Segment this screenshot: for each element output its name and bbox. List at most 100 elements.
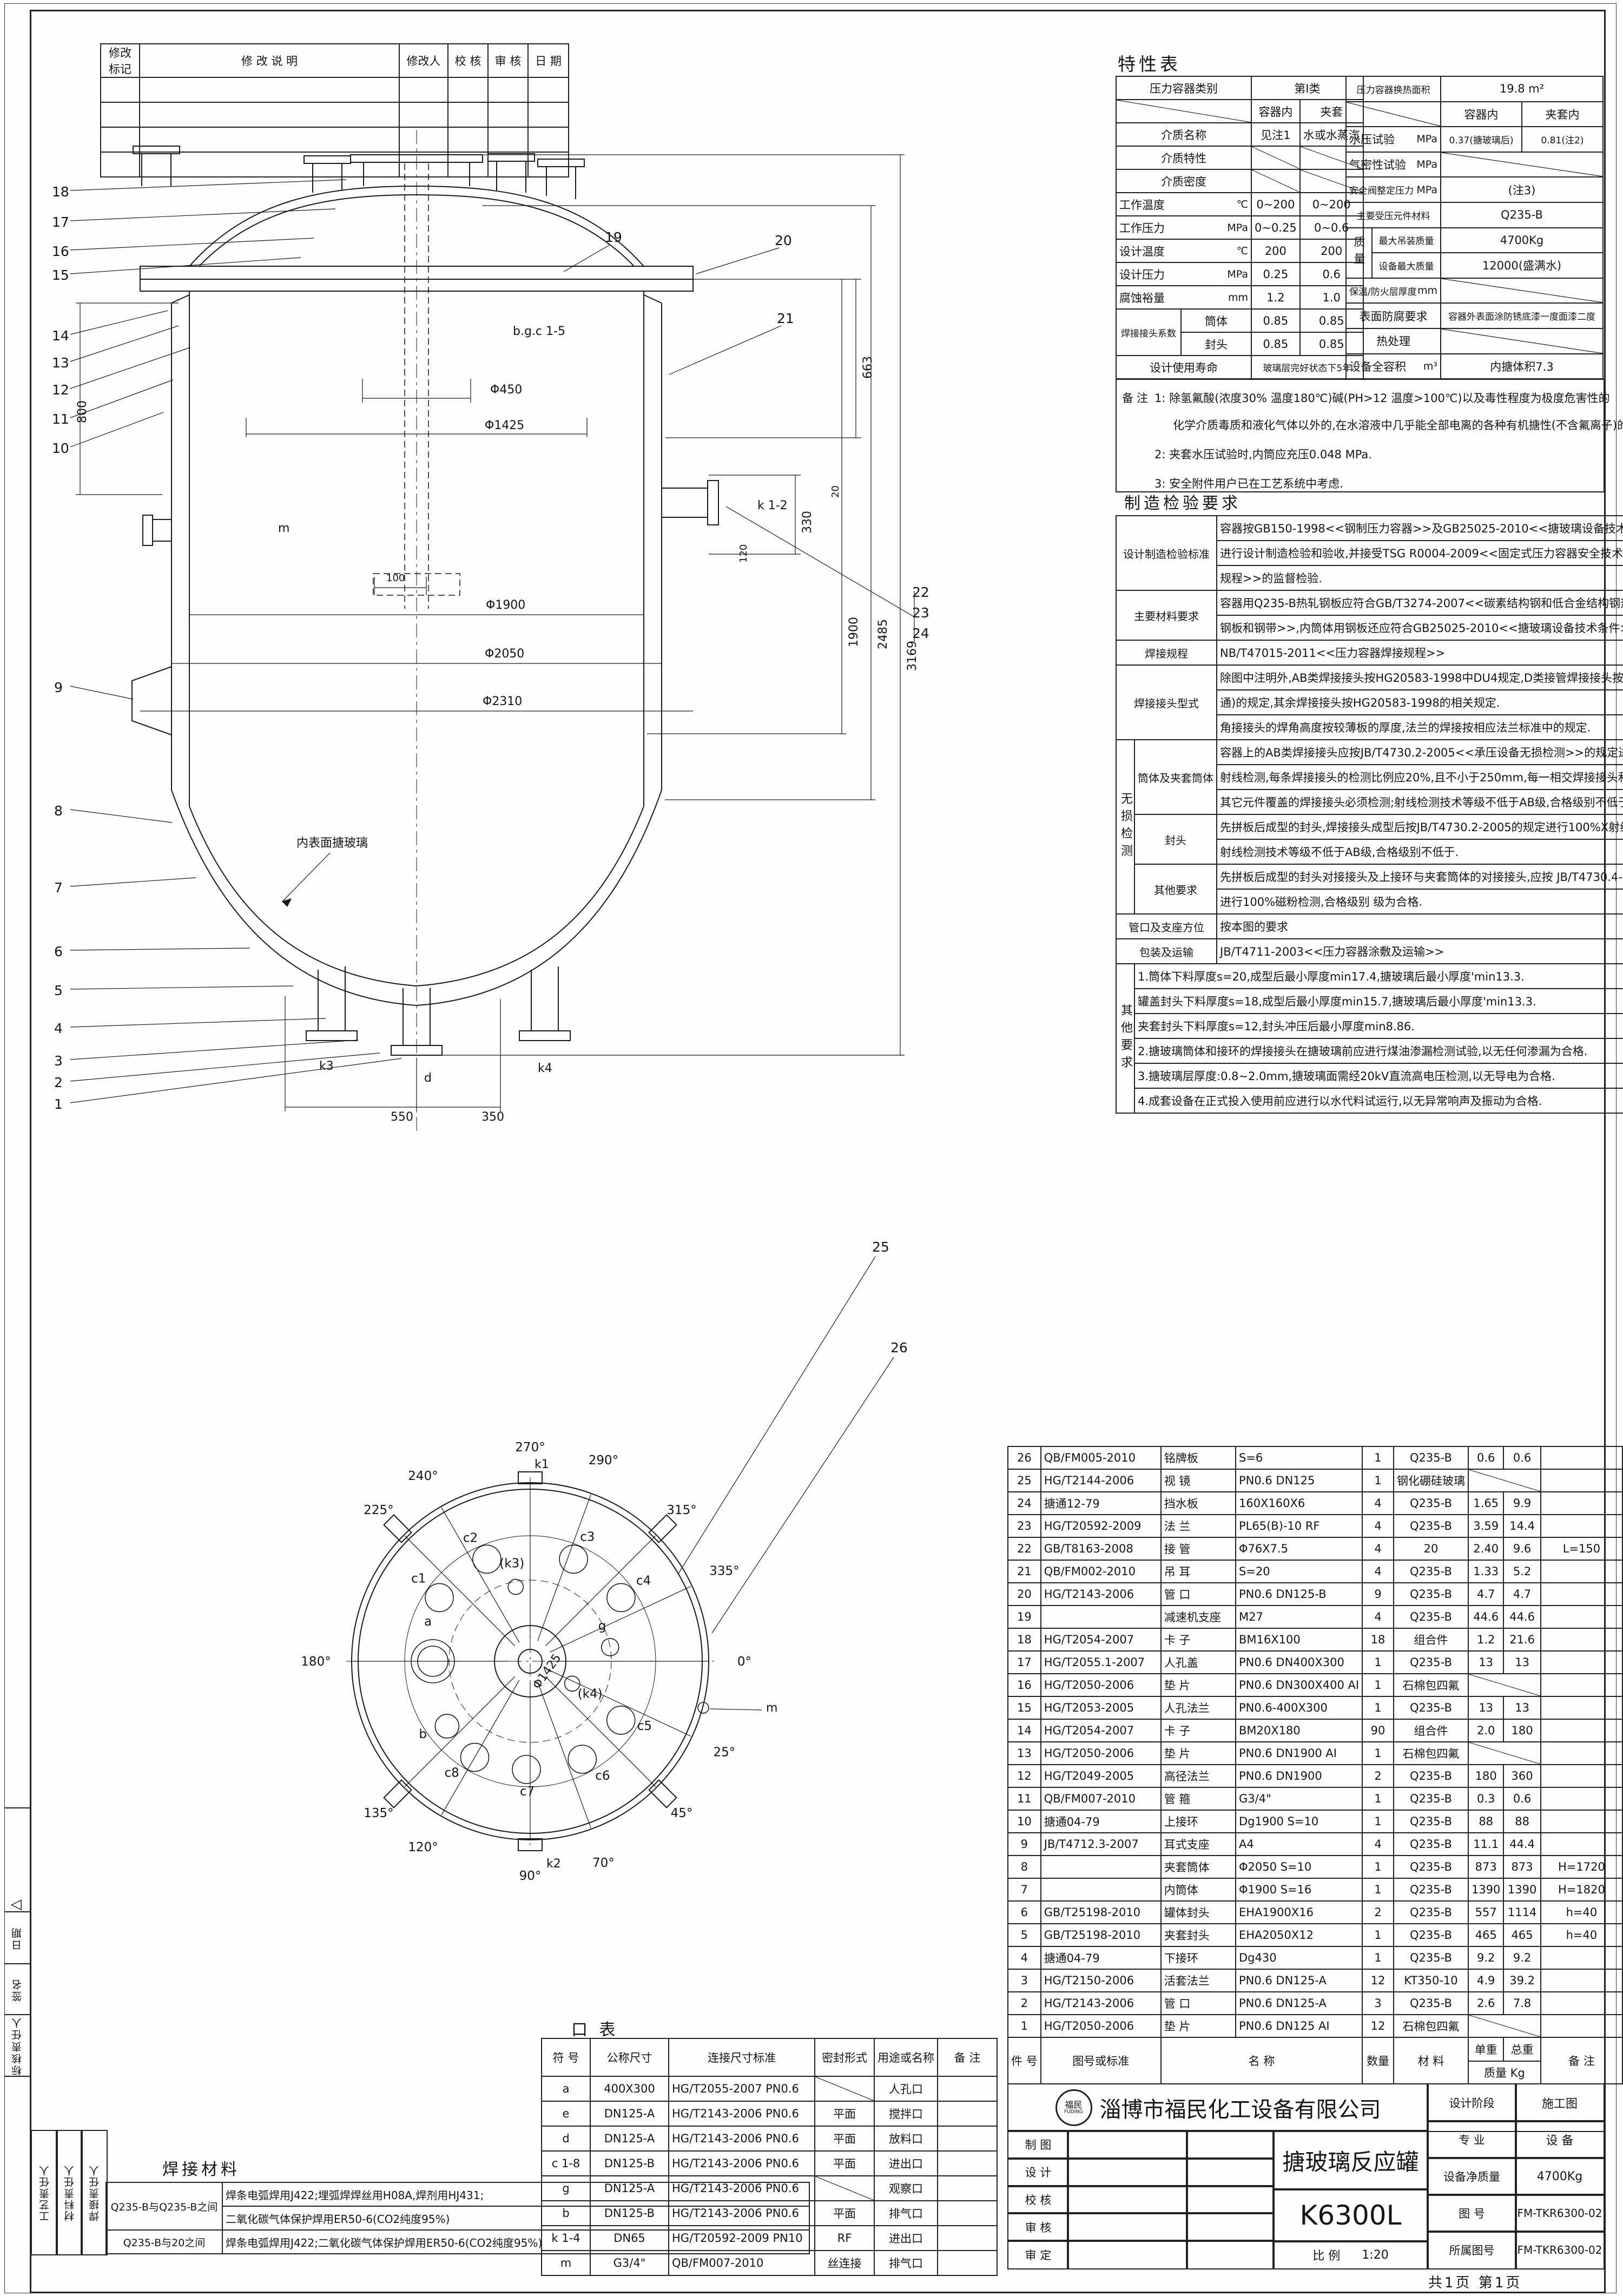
- bom-cell: 1: [1362, 1446, 1394, 1470]
- weld-pair: Q235-B与20之间: [105, 2229, 223, 2254]
- bom-cell: 360: [1503, 1764, 1541, 1788]
- bom-cell: 1: [1362, 1878, 1394, 1902]
- bom-header: 备 注: [1540, 2037, 1623, 2084]
- part-callout: 20: [775, 233, 792, 248]
- bom-cell: PN0.6 DN1900: [1235, 1764, 1363, 1788]
- bom-cell: [1540, 1560, 1623, 1583]
- plan-nozzle-circle: [425, 1583, 454, 1613]
- bom-cell: 4: [1362, 1537, 1394, 1561]
- revision-cell: [527, 127, 569, 153]
- role-label: 审 核: [1007, 2212, 1069, 2242]
- nozzle-cell: 平面: [814, 2101, 875, 2127]
- char-left-cell: 焊接接头系数: [1116, 308, 1182, 356]
- req-label: 包装及运输: [1116, 938, 1217, 964]
- char-left-cell: 1.2: [1251, 285, 1301, 310]
- bom-cell: 1: [1362, 1696, 1394, 1720]
- plan-nozzle-label: c3: [580, 1530, 595, 1544]
- bom-cell: 视 镜: [1160, 1469, 1236, 1492]
- dim-label: k 1-2: [757, 499, 788, 512]
- bom-cell: [1540, 1810, 1623, 1833]
- bom-cell: 2.40: [1467, 1537, 1505, 1561]
- bom-cell: 2: [1362, 1764, 1394, 1788]
- bom-cell: [1467, 1469, 1541, 1492]
- part-callout: 15: [52, 267, 69, 283]
- bom-cell: Q235-B: [1393, 1900, 1469, 1924]
- bom-cell: 垫 片: [1160, 2014, 1236, 2038]
- plan-radial-line: [537, 1494, 591, 1641]
- tb-right-value: 4700Kg: [1515, 2157, 1605, 2196]
- bom-cell: 钢化硼硅玻璃: [1393, 1469, 1469, 1492]
- bom-cell: KT350-10: [1393, 1969, 1469, 1992]
- bom-cell: 0.6: [1467, 1446, 1505, 1470]
- bom-cell: 管 口: [1160, 1991, 1236, 2015]
- part-callout: 22: [912, 584, 929, 600]
- bom-cell: 1: [1362, 1650, 1394, 1674]
- bom-cell: [1040, 1878, 1162, 1902]
- bom-cell: [1540, 1741, 1623, 1765]
- bom-cell: 接 管: [1160, 1537, 1236, 1561]
- dim-label: Φ2310: [483, 695, 523, 708]
- req-label: 其他要求: [1116, 963, 1135, 1114]
- role-label: 制 图: [1007, 2130, 1069, 2160]
- weld-line: 焊条电弧焊用J422;埋弧焊焊丝用H08A,焊剂用HJ431;: [222, 2182, 810, 2207]
- part-callout: 2: [54, 1075, 63, 1090]
- req-label: 主要材料要求: [1116, 590, 1217, 641]
- char-left-cell: 0.85: [1251, 308, 1301, 333]
- bom-cell: [1540, 1650, 1623, 1674]
- bom-cell: 搪通12-79: [1040, 1491, 1162, 1515]
- char-left-cell: [1116, 99, 1252, 123]
- dim-label: 800: [76, 400, 89, 423]
- bom-cell: [1540, 1673, 1623, 1697]
- plan-nozzle-circle: [568, 1745, 597, 1774]
- bom-cell: 人孔盖: [1160, 1650, 1236, 1674]
- plan-nozzle-label: c8: [445, 1766, 459, 1780]
- req-line: 容器上的AB类焊接接头应按JB/T4730.2-2005<<承压设备无损检测>>…: [1216, 739, 1623, 765]
- bom-cell: S=20: [1235, 1560, 1363, 1583]
- bom-cell: 搪通04-79: [1040, 1946, 1162, 1970]
- nozzle-cell: HG/T2143-2006 PN0.6: [668, 2126, 815, 2152]
- nozzle-cell: [937, 2076, 998, 2102]
- plan-nozzle-label: c4: [636, 1574, 651, 1588]
- bom-cell: 高径法兰: [1160, 1764, 1236, 1788]
- char-right-cell: 容器外表面涂防锈底漆一度面漆二度: [1440, 302, 1604, 329]
- sheet-note: 共1页 第1页: [1428, 2275, 1522, 2291]
- req-label: 管口及支座方位: [1116, 913, 1217, 939]
- dim-label: 330: [801, 511, 814, 534]
- weld-pair: Q235-B与Q235-B之间: [105, 2182, 223, 2231]
- bom-cell: 4.7: [1467, 1582, 1505, 1606]
- req-line: 罐盖封头下料厚度s=18,成型后最小厚度min15.7,搪玻璃后最小厚度'min…: [1133, 988, 1623, 1014]
- bom-cell: 9.2: [1503, 1946, 1541, 1970]
- bom-cell: 12: [1362, 1969, 1394, 1992]
- plan-nozzle-label: g: [598, 1619, 606, 1633]
- plan-nozzle-circle: [606, 1583, 636, 1613]
- role-date-cell: [1186, 2185, 1275, 2215]
- bom-cell: PN0.6 DN125-A: [1235, 1969, 1363, 1992]
- char-left-cell: [1299, 169, 1364, 193]
- bom-cell: PN0.6 DN1900 AI: [1235, 1741, 1363, 1765]
- bom-cell: BM16X100: [1235, 1628, 1363, 1652]
- char-left-cell: 第Ⅰ类: [1251, 76, 1364, 100]
- bom-header: 数量: [1362, 2037, 1394, 2084]
- nozzle-header: 连接尺寸标准: [668, 2038, 815, 2077]
- tb-right-label: 图 号: [1427, 2194, 1517, 2233]
- part-callout: 5: [54, 983, 63, 998]
- bom-cell: 21: [1007, 1560, 1041, 1583]
- bom-cell: PL65(B)-10 RF: [1235, 1514, 1363, 1538]
- nozzle-cell: 放料口: [874, 2126, 938, 2152]
- nozzle-cell: [937, 2175, 998, 2201]
- border-strip-cell: 标核责任人: [4, 2014, 30, 2077]
- bom-cell: [1040, 1605, 1162, 1629]
- bom-cell: HG/T2150-2006: [1040, 1969, 1162, 1992]
- revision-cell: [139, 77, 400, 103]
- plan-radial-line: [549, 1586, 691, 1653]
- nozzle-header: 用途或名称: [874, 2038, 938, 2077]
- bom-cell: GB/T25198-2010: [1040, 1900, 1162, 1924]
- nozzle-table-title: 口 表: [571, 2021, 619, 2040]
- char-right-cell: 热处理: [1345, 327, 1441, 354]
- bom-cell: 9.9: [1503, 1491, 1541, 1515]
- req-line: 除图中注明外,AB类焊接接头按HG20583-1998中DU4规定,D类接管焊接…: [1216, 665, 1623, 690]
- bom-cell: 组合件: [1393, 1719, 1469, 1742]
- char-left-cell: 玻璃层完好状态下5年: [1251, 355, 1364, 379]
- dim-label: 663: [861, 356, 875, 379]
